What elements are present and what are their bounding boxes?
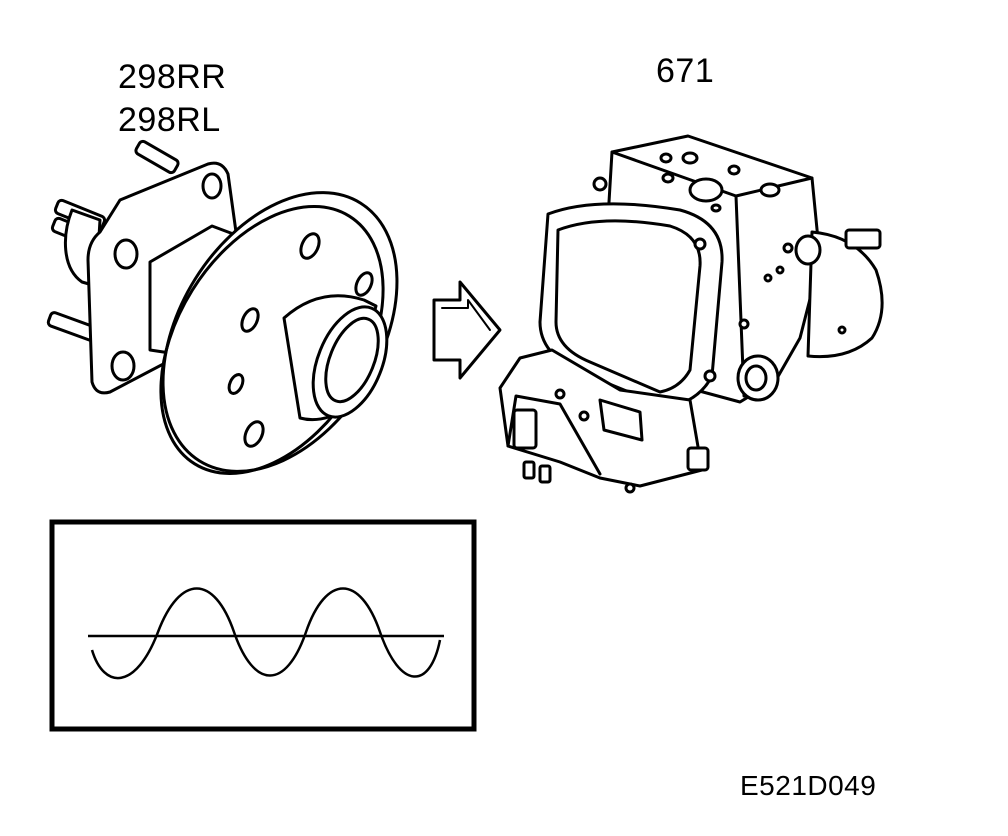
wheel-bolt-holes (227, 232, 374, 448)
sine-waveform (90, 587, 442, 680)
direction-arrow (432, 280, 502, 380)
wheel-hub-illustration (46, 139, 399, 475)
abs-unit-illustration (498, 134, 884, 494)
figure-code: E521D049 (740, 770, 877, 801)
hydraulic-ports (659, 151, 781, 213)
label-298rl: 298RL (118, 101, 221, 139)
label-671: 671 (656, 52, 715, 90)
label-298rr: 298RR (118, 58, 227, 96)
signal-graph-frame (49, 519, 477, 732)
signal-graph (49, 519, 477, 732)
